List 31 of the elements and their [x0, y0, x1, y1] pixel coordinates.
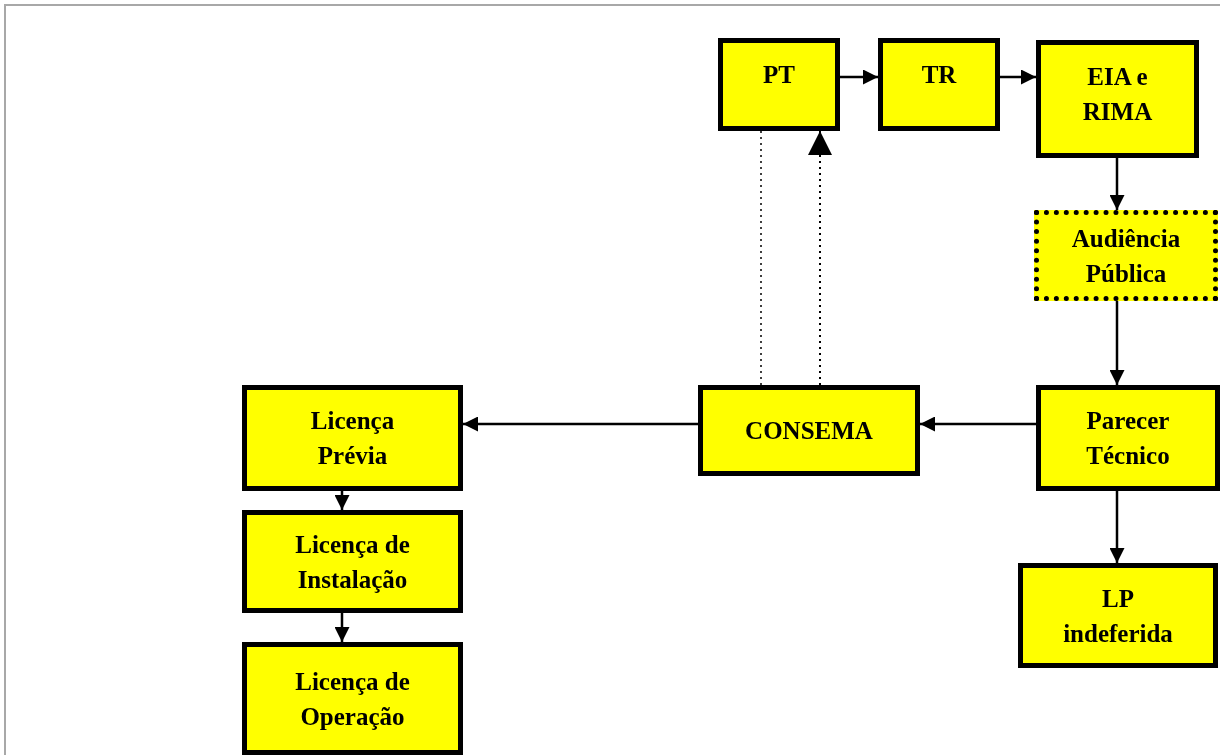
process-box [242, 385, 463, 491]
box-label: Licença de Instalação [294, 529, 411, 595]
arrow [840, 69, 878, 85]
box-label: Audiência Pública [1070, 223, 1182, 289]
box-label: CONSEMA [745, 416, 873, 446]
process-box [242, 510, 463, 613]
process-box [718, 38, 840, 131]
arrow [1109, 301, 1125, 385]
arrow [1109, 491, 1125, 563]
process-box [242, 642, 463, 755]
arrow [463, 416, 698, 432]
box-label: Licença de Operação [294, 666, 411, 732]
arrow [334, 491, 350, 510]
box-label: TR [921, 60, 957, 90]
arrow [334, 613, 350, 642]
box-label: Licença Prévia [309, 406, 396, 471]
process-box [1034, 210, 1218, 301]
arrow [808, 130, 832, 386]
arrow [920, 416, 1036, 432]
arrow [1000, 69, 1036, 85]
process-box [1036, 385, 1220, 491]
box-label: EIA e RIMA [1081, 62, 1154, 127]
process-box [698, 385, 920, 476]
process-box [1018, 563, 1218, 668]
connector-line [760, 130, 762, 386]
arrow [1109, 158, 1125, 210]
box-label: Parecer Técnico [1085, 406, 1171, 471]
box-label: PT [763, 60, 795, 90]
box-label: LP indeferida [1062, 583, 1174, 649]
process-box [878, 38, 1000, 131]
process-box [1036, 40, 1199, 158]
